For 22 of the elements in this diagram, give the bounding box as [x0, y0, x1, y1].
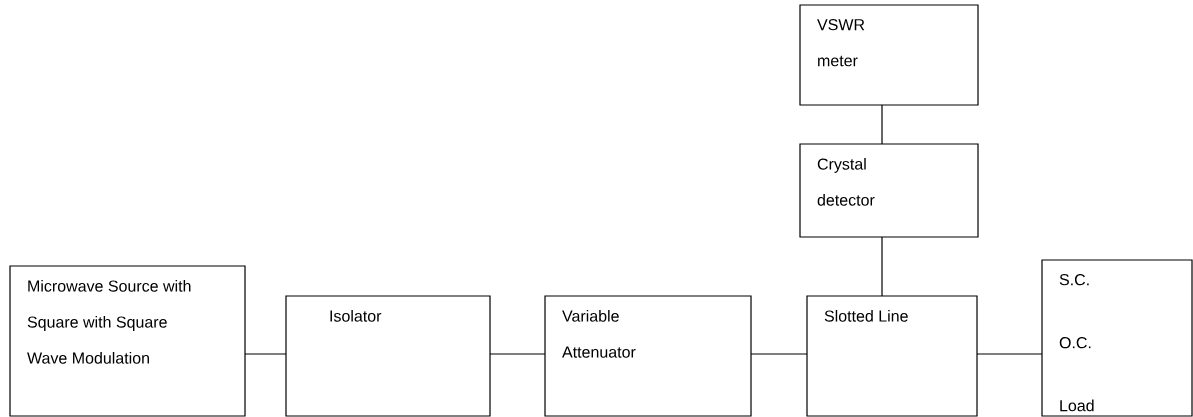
connector-line: [750, 353, 808, 355]
block-box: [544, 295, 752, 417]
box-text: Variable Attenuator: [562, 310, 636, 358]
connector-line: [489, 353, 546, 355]
connector-line: [881, 104, 883, 145]
box-text: Slotted Line: [824, 310, 908, 322]
box-text: Crystal detector: [817, 158, 875, 206]
box-text: Load: [1060, 399, 1094, 412]
box-text: Isolator: [330, 310, 382, 322]
connector-line: [976, 353, 1043, 355]
block-box: [799, 143, 979, 238]
connector-line: [881, 236, 883, 297]
connector-line: [244, 353, 287, 355]
block-box: [1041, 259, 1193, 417]
block-box: [285, 295, 491, 417]
box-text: O.C.: [1059, 337, 1091, 349]
block-box: [9, 265, 246, 417]
box-text: Microwave Source with Square with Square Wave Modulation: [27, 280, 191, 364]
block-box: [799, 4, 979, 106]
block-box: [806, 295, 978, 417]
box-text: VSWR meter: [817, 19, 865, 67]
box-text: S.C.: [1059, 274, 1089, 286]
